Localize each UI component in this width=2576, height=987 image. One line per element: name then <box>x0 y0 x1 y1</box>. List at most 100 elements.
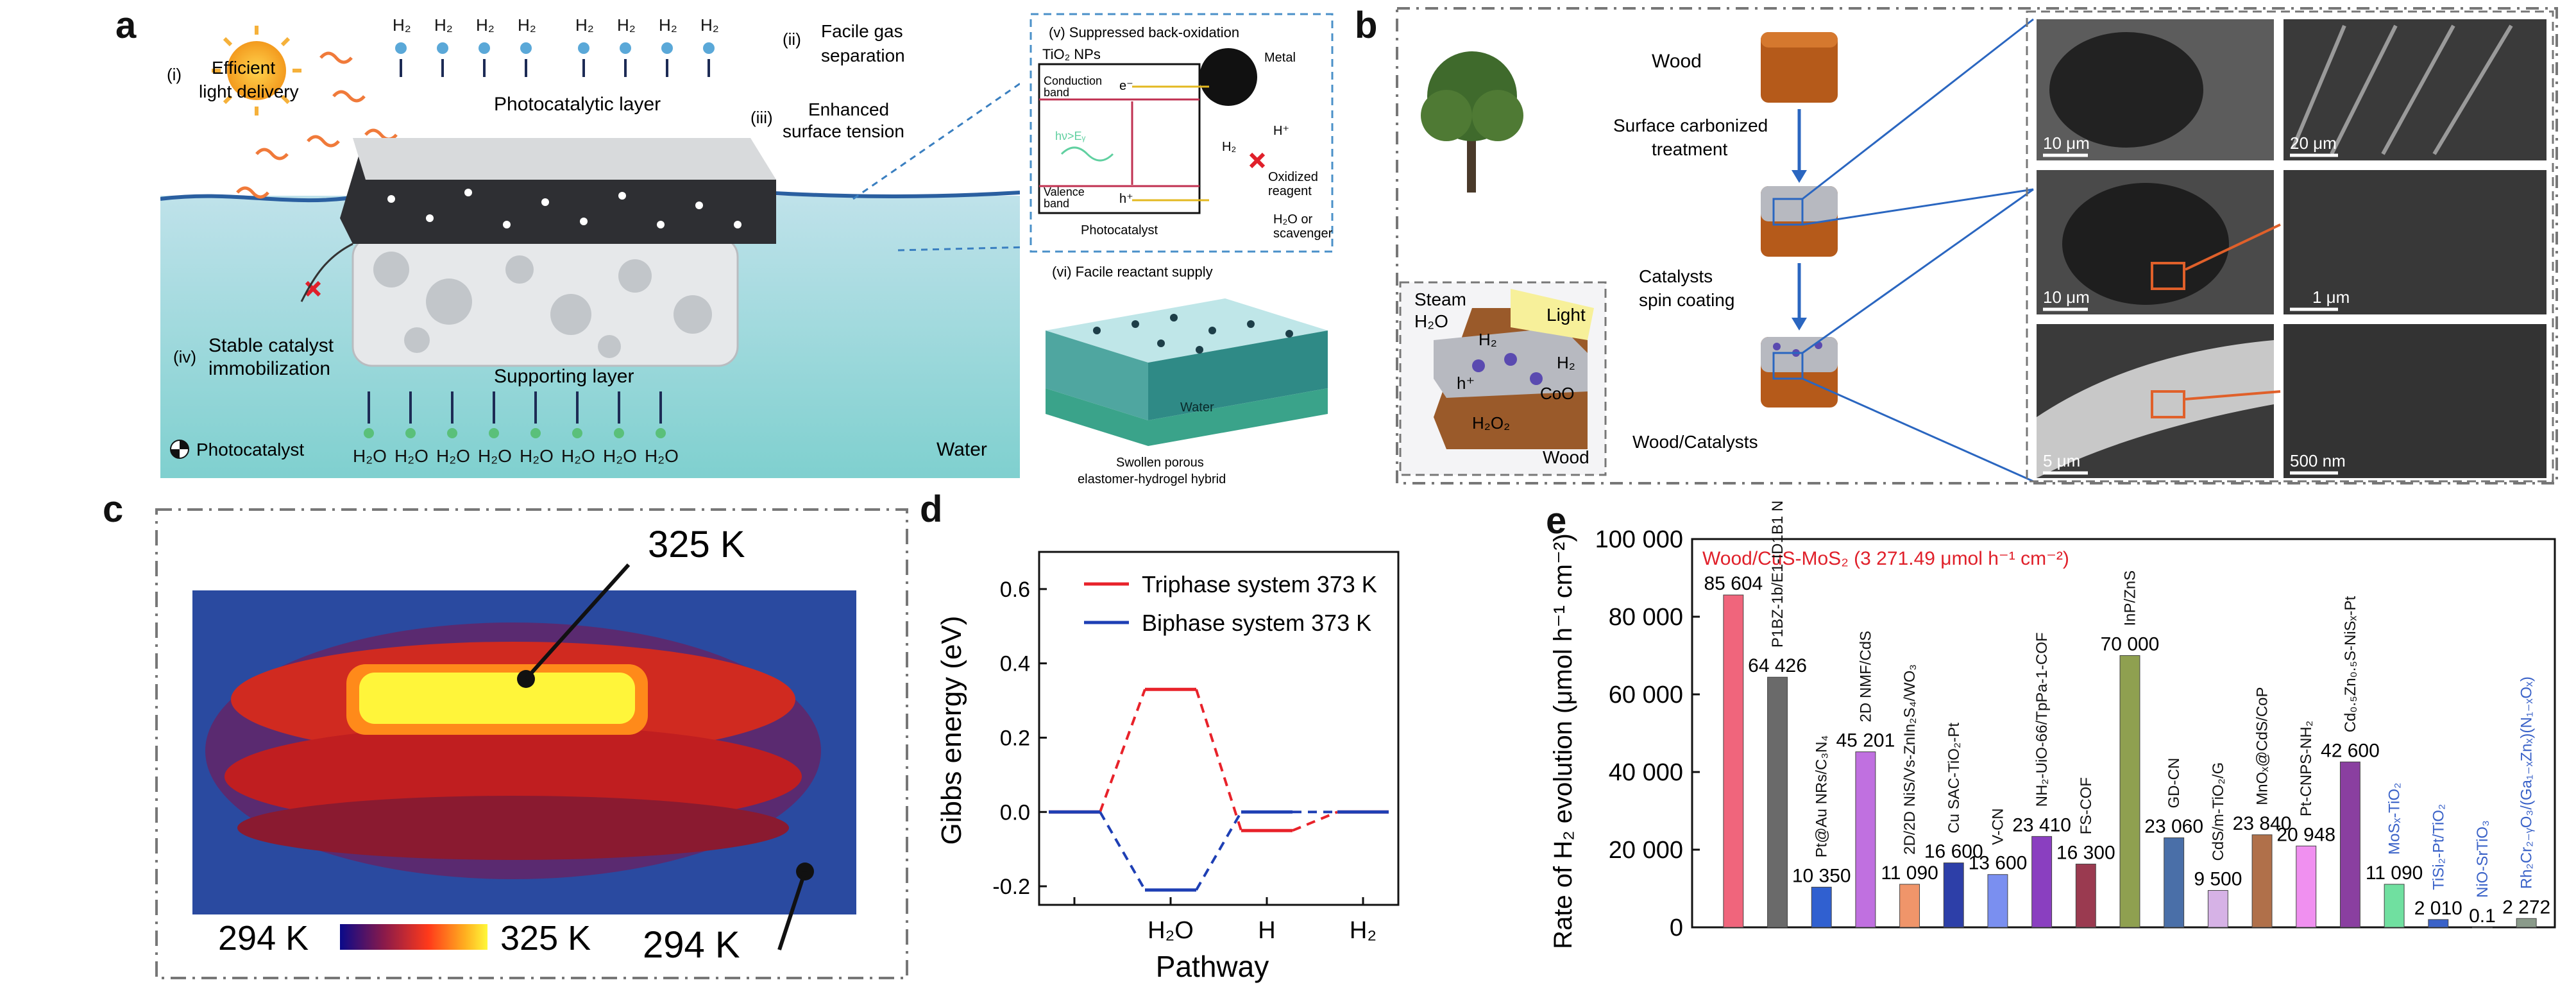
svg-text:Conduction: Conduction <box>1044 74 1102 87</box>
svg-text:elastomer-hydrogel hybrid: elastomer-hydrogel hybrid <box>1078 472 1226 486</box>
h2-labels: H₂ H₂ H₂ H₂ H₂ H₂ H₂ H₂ <box>393 15 719 35</box>
panel-label-a: a <box>115 4 137 46</box>
bar-name-label: GD-CN <box>2165 758 2183 809</box>
energy-connector-0-1 <box>1099 689 1146 812</box>
y-tick-label: 0.0 <box>1000 800 1030 825</box>
label-iv-line2: immobilization <box>208 358 330 379</box>
y-axis-label: Rate of H₂ evolution (μmol h⁻¹ cm⁻²) <box>1549 533 1577 949</box>
svg-text:CoO: CoO <box>1540 384 1574 403</box>
svg-text:Surface carbonized: Surface carbonized <box>1613 116 1768 135</box>
legend: Triphase system 373 K Biphase system 373… <box>1084 571 1377 636</box>
bar-name-label: 2D/2D NiS/Vs-ZnIn₂S₄/WO₃ <box>1901 664 1919 855</box>
light-rays <box>236 51 398 199</box>
bar <box>2472 927 2493 929</box>
bar <box>2119 655 2140 928</box>
label-ii: (ii) <box>783 30 801 49</box>
svg-text:Wood: Wood <box>1543 447 1589 467</box>
bar <box>1723 594 1744 928</box>
svg-text:h⁺: h⁺ <box>1119 192 1133 206</box>
y-tick-label: 80 000 <box>1609 604 1683 631</box>
bar-value-label: 2 272 <box>2502 897 2550 918</box>
panel-label-e: e <box>1546 500 1567 542</box>
svg-text:Wood/Catalysts: Wood/Catalysts <box>1632 432 1758 452</box>
bar-name-label: Pt-CNPS-NH₂ <box>2298 721 2315 816</box>
bar <box>2251 834 2273 928</box>
y-tick-label: -0.2 <box>992 875 1030 899</box>
pores <box>373 252 712 358</box>
bar-value-label: 11 090 <box>1881 863 1938 884</box>
catalyst-wood-icon <box>1761 337 1838 408</box>
svg-text:500 nm: 500 nm <box>2290 451 2346 470</box>
h2o-labels: H₂O H₂O H₂O H₂O H₂O H₂O H₂O H₂O <box>353 446 679 466</box>
svg-text:1 μm: 1 μm <box>2312 288 2350 307</box>
bar-name-label: Cd₀.₅Zn₀.₅S-NiSₓ-Pt <box>2342 596 2359 732</box>
svg-text:H₂O₂: H₂O₂ <box>1472 413 1510 433</box>
hot-label: 325 K <box>648 524 745 565</box>
label-i: (i) <box>167 65 182 84</box>
svg-text:spin coating: spin coating <box>1639 290 1734 310</box>
carbonized-wood-icon <box>1761 186 1838 257</box>
bar <box>1855 751 1876 928</box>
y-tick-label: 20 000 <box>1609 837 1683 864</box>
highlight-label: Wood/CuS-MoS₂ (3 271.49 μmol h⁻¹ cm⁻²) <box>1702 548 2069 569</box>
panel-label-d: d <box>920 488 943 530</box>
bar <box>1811 886 1832 928</box>
svg-text:reagent: reagent <box>1268 184 1312 198</box>
label-iii-line2: surface tension <box>783 121 904 141</box>
svg-text:H₂: H₂ <box>434 15 453 35</box>
bar-name-label: FS-COF <box>2078 777 2095 834</box>
y-tick-label: 100 000 <box>1595 526 1683 553</box>
svg-text:H₂: H₂ <box>700 15 719 35</box>
sem-images <box>2037 19 2546 478</box>
svg-text:H₂: H₂ <box>1222 140 1236 154</box>
svg-text:Oxidized: Oxidized <box>1268 170 1318 184</box>
svg-text:h⁺: h⁺ <box>1457 373 1475 393</box>
energy-connector-1-2 <box>1195 811 1242 891</box>
inset-vi: (vi) Facile reactant supply Water Swolle… <box>1046 264 1328 486</box>
cross-icon <box>1249 152 1266 169</box>
svg-text:Wood: Wood <box>1652 51 1702 72</box>
label-iv-line1: Stable catalyst <box>208 335 334 356</box>
svg-text:H₂O: H₂O <box>1414 311 1448 331</box>
h2o-molecules <box>364 428 666 438</box>
svg-text:H₂O: H₂O <box>603 446 637 466</box>
bar <box>2339 761 2360 928</box>
svg-text:e⁻: e⁻ <box>1119 79 1133 93</box>
y-tick-label: 60 000 <box>1609 682 1683 708</box>
bar-value-label: 20 948 <box>2276 824 2335 845</box>
bar <box>2296 845 2317 928</box>
svg-text:H₂: H₂ <box>1479 330 1497 349</box>
bar-name-label: CdS/m-TiO₂/G <box>2210 762 2227 861</box>
svg-text:10 μm: 10 μm <box>2043 288 2090 307</box>
svg-text:TiO₂ NPs: TiO₂ NPs <box>1042 46 1101 62</box>
label-iii: (iii) <box>750 108 773 127</box>
bar <box>1767 676 1788 928</box>
svg-text:H₂: H₂ <box>659 15 677 35</box>
bar-value-label: 23 840 <box>2233 813 2292 834</box>
x-tick-label: H <box>1258 917 1275 944</box>
svg-text:band: band <box>1044 197 1069 210</box>
bar-name-label: V-CN <box>1989 808 2006 845</box>
plot-frame <box>1038 551 1400 906</box>
scale-bars <box>2043 153 2338 475</box>
svg-text:Photocatalyst: Photocatalyst <box>1081 223 1158 237</box>
svg-text:H₂: H₂ <box>518 15 536 35</box>
svg-text:H₂: H₂ <box>476 15 495 35</box>
panel-label-b: b <box>1355 4 1378 46</box>
bar-value-label: 0.1 <box>2469 905 2496 927</box>
panel-d-chart: Gibbs energy (eV) Pathway -0.20.00.20.40… <box>936 551 1400 983</box>
svg-text:Water: Water <box>1180 400 1214 415</box>
svg-text:(v) Suppressed back-oxidation: (v) Suppressed back-oxidation <box>1049 24 1239 40</box>
svg-text:Biphase system 373 K: Biphase system 373 K <box>1142 610 1371 636</box>
bar <box>2516 918 2537 928</box>
wood-block-icon <box>1761 32 1838 103</box>
bar-name-label: MoSₓ-TiO₂ <box>2386 783 2403 855</box>
svg-text:325 K: 325 K <box>500 919 591 957</box>
bar-name-label: Cu SAC-TiO₂-Pt <box>1945 723 1963 834</box>
svg-text:10 μm: 10 μm <box>2043 133 2090 153</box>
bar <box>2164 837 2185 928</box>
bar <box>2075 863 2096 928</box>
svg-text:scavenger: scavenger <box>1273 227 1333 241</box>
energy-connector-0-2 <box>1195 689 1242 831</box>
energy-connector-0-3 <box>1292 811 1338 832</box>
